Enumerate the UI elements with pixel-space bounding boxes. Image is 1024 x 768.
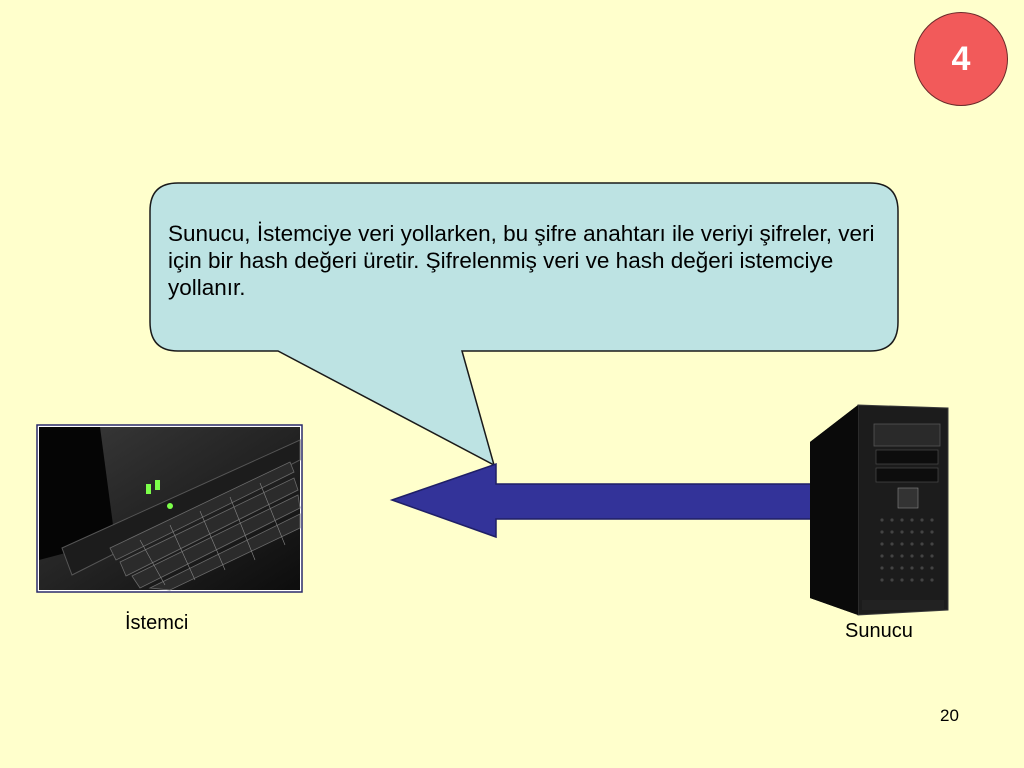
callout-text: Sunucu, İstemciye veri yollarken, bu şif… (168, 221, 875, 300)
step-number-badge: 4 (914, 12, 1008, 106)
slide-number: 20 (940, 706, 959, 725)
speech-callout (149, 182, 899, 467)
left-arrow-icon (389, 462, 813, 539)
server-label: Sunucu (845, 620, 913, 642)
step-number: 4 (951, 39, 971, 78)
laptop-icon (36, 424, 303, 593)
server-tower-icon (810, 404, 949, 616)
client-label: İstemci (125, 612, 189, 634)
